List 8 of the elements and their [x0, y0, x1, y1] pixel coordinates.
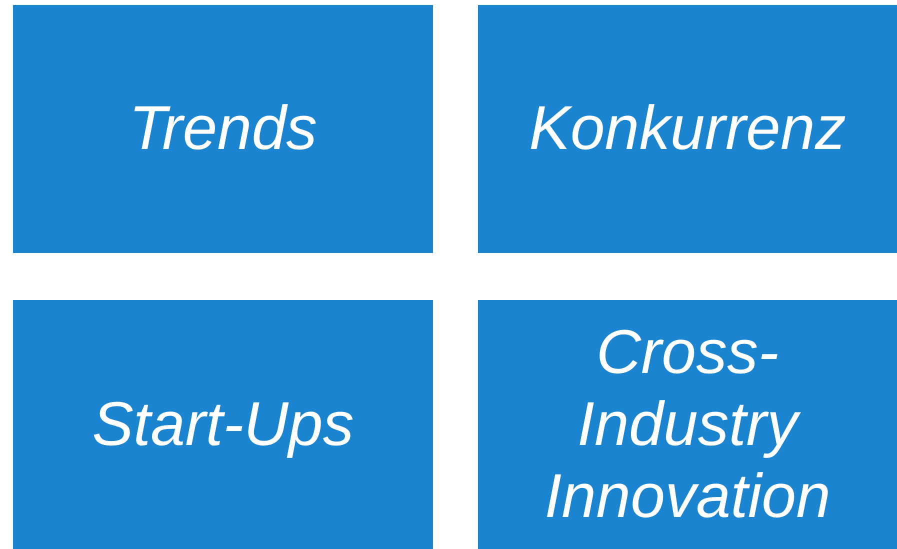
- box-label: Konkurrenz: [528, 93, 846, 165]
- box-label: Start-Ups: [92, 388, 354, 460]
- topic-box: [478, 300, 897, 549]
- topic-box: [13, 5, 433, 253]
- topic-box: [478, 5, 897, 253]
- box-label: Cross-Industry Innovation: [543, 316, 832, 532]
- topic-box: [13, 300, 433, 549]
- box-label: Trends: [128, 93, 318, 165]
